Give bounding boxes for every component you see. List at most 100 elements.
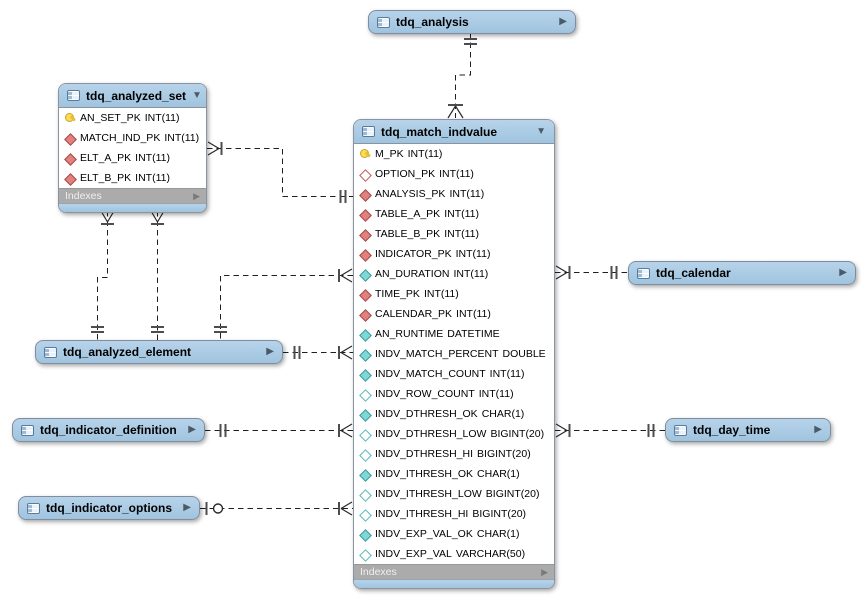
table-header[interactable]: tdq_match_indvalue ▼ xyxy=(354,120,554,144)
expand-arrow-icon[interactable]: ▶ xyxy=(183,502,191,513)
column-row[interactable]: ELT_B_PK INT(11) xyxy=(59,168,206,188)
column-name: INDV_ITHRESH_LOW xyxy=(375,488,482,500)
table-tdq-analyzed-element[interactable]: tdq_analyzed_element ▶ xyxy=(35,340,283,364)
relationship-set-element-1[interactable] xyxy=(91,210,115,340)
column-row[interactable]: TABLE_A_PK INT(11) xyxy=(354,204,554,224)
primary-key-icon xyxy=(64,112,75,124)
expand-arrow-icon[interactable]: ▶ xyxy=(814,424,822,435)
expand-arrow-icon[interactable]: ▶ xyxy=(559,16,567,27)
column-row[interactable]: INDV_DTHRESH_OK CHAR(1) xyxy=(354,404,554,424)
table-name: tdq_indicator_options xyxy=(46,501,172,515)
column-name: ELT_B_PK xyxy=(80,172,132,184)
table-footer xyxy=(59,203,206,212)
column-name: ANALYSIS_PK xyxy=(375,188,446,200)
collapse-arrow-icon[interactable]: ▼ xyxy=(536,125,546,137)
foreign-key-icon xyxy=(64,133,75,144)
table-tdq-calendar[interactable]: tdq_calendar ▶ xyxy=(628,261,856,285)
relationship-element-match[interactable] xyxy=(283,345,353,360)
column-row[interactable]: INDV_DTHRESH_HI BIGINT(20) xyxy=(354,444,554,464)
column-type: BIGINT(20) xyxy=(485,488,540,500)
indexes-bar[interactable]: Indexes ▶ xyxy=(59,188,206,203)
column-name: OPTION_PK xyxy=(375,168,436,180)
column-row[interactable]: AN_SET_PK INT(11) xyxy=(59,108,206,128)
column-row[interactable]: ANALYSIS_PK INT(11) xyxy=(354,184,554,204)
column-row[interactable]: INDV_EXP_VAL_OK CHAR(1) xyxy=(354,524,554,544)
column-type: INT(11) xyxy=(135,172,170,184)
table-tdq-match-indvalue[interactable]: tdq_match_indvalue ▼ M_PK INT(11) OPTION… xyxy=(353,119,555,589)
column-type: INT(11) xyxy=(135,152,170,164)
relationship-match-calendar[interactable] xyxy=(555,265,628,280)
expand-arrow-icon[interactable]: ▶ xyxy=(193,190,200,201)
column-row[interactable]: CALENDAR_PK INT(11) xyxy=(354,304,554,324)
column-name: INDV_ROW_COUNT xyxy=(375,388,475,400)
expand-arrow-icon[interactable]: ▶ xyxy=(839,267,847,278)
column-row[interactable]: TIME_PK INT(11) xyxy=(354,284,554,304)
column-type: INT(11) xyxy=(444,228,479,240)
relationship-analysis-match[interactable] xyxy=(447,33,477,119)
column-name: ELT_A_PK xyxy=(80,152,132,164)
column-row[interactable]: AN_DURATION INT(11) xyxy=(354,264,554,284)
expand-arrow-icon[interactable]: ▶ xyxy=(266,346,274,357)
column-name: TIME_PK xyxy=(375,288,420,300)
table-icon xyxy=(67,90,80,101)
column-row[interactable]: INDV_ITHRESH_OK CHAR(1) xyxy=(354,464,554,484)
column-row[interactable]: MATCH_IND_PK INT(11) xyxy=(59,128,206,148)
column-type: BIGINT(20) xyxy=(490,428,545,440)
column-type: INT(11) xyxy=(444,208,479,220)
attribute-icon xyxy=(359,429,370,440)
indexes-bar[interactable]: Indexes ▶ xyxy=(354,564,554,579)
foreign-key-icon xyxy=(359,249,370,260)
column-name: INDV_ITHRESH_OK xyxy=(375,468,474,480)
column-name: INDV_EXP_VAL_OK xyxy=(375,528,473,540)
column-row[interactable]: ELT_A_PK INT(11) xyxy=(59,148,206,168)
column-list: AN_SET_PK INT(11) MATCH_IND_PK INT(11) E… xyxy=(59,108,206,188)
column-row[interactable]: TABLE_B_PK INT(11) xyxy=(354,224,554,244)
column-type: BIGINT(20) xyxy=(477,448,531,460)
table-name: tdq_indicator_definition xyxy=(40,423,177,437)
column-name: INDV_DTHRESH_OK xyxy=(375,408,478,420)
table-icon xyxy=(674,424,687,436)
column-name: AN_RUNTIME xyxy=(375,328,444,340)
table-tdq-analyzed-set[interactable]: tdq_analyzed_set ▼ AN_SET_PK INT(11) MAT… xyxy=(58,83,207,213)
table-tdq-indicator-options[interactable]: tdq_indicator_options ▶ xyxy=(18,496,200,520)
indexes-label: Indexes xyxy=(65,190,102,202)
table-icon xyxy=(21,424,34,436)
table-tdq-day-time[interactable]: tdq_day_time ▶ xyxy=(665,418,831,442)
relationship-set-match[interactable] xyxy=(207,141,353,203)
column-type: INT(11) xyxy=(407,148,443,160)
column-row[interactable]: INDV_ITHRESH_LOW BIGINT(20) xyxy=(354,484,554,504)
expand-arrow-icon[interactable]: ▶ xyxy=(541,566,548,577)
table-name: tdq_calendar xyxy=(656,266,731,280)
relationship-match-element-top[interactable] xyxy=(214,268,353,340)
relationship-match-daytime[interactable] xyxy=(555,423,665,438)
column-row[interactable]: INDV_ROW_COUNT INT(11) xyxy=(354,384,554,404)
column-row[interactable]: M_PK INT(11) xyxy=(354,144,554,164)
column-name: INDV_DTHRESH_LOW xyxy=(375,428,487,440)
column-row[interactable]: INDV_MATCH_PERCENT DOUBLE xyxy=(354,344,554,364)
column-name: INDV_EXP_VAL xyxy=(375,548,452,560)
table-name: tdq_day_time xyxy=(693,423,771,437)
column-row[interactable]: INDV_ITHRESH_HI BIGINT(20) xyxy=(354,504,554,524)
table-tdq-indicator-definition[interactable]: tdq_indicator_definition ▶ xyxy=(12,418,205,442)
table-header[interactable]: tdq_analyzed_set ▼ xyxy=(59,84,206,108)
foreign-key-icon xyxy=(359,289,370,300)
table-icon xyxy=(377,16,390,28)
expand-arrow-icon[interactable]: ▶ xyxy=(188,424,196,435)
column-row[interactable]: INDICATOR_PK INT(11) xyxy=(354,244,554,264)
column-row[interactable]: INDV_DTHRESH_LOW BIGINT(20) xyxy=(354,424,554,444)
column-type: INT(11) xyxy=(449,188,485,200)
relationship-set-element-2[interactable] xyxy=(150,210,165,340)
table-icon xyxy=(637,267,650,279)
column-type: INT(11) xyxy=(453,268,489,280)
relationship-definition-match[interactable] xyxy=(205,423,353,438)
column-row[interactable]: INDV_EXP_VAL VARCHAR(50) xyxy=(354,544,554,564)
relationship-options-match[interactable] xyxy=(200,501,353,516)
column-row[interactable]: AN_RUNTIME DATETIME xyxy=(354,324,554,344)
collapse-arrow-icon[interactable]: ▼ xyxy=(192,89,202,101)
column-row[interactable]: INDV_MATCH_COUNT INT(11) xyxy=(354,364,554,384)
table-tdq-analysis[interactable]: tdq_analysis ▶ xyxy=(368,10,576,34)
column-row[interactable]: OPTION_PK INT(11) xyxy=(354,164,554,184)
foreign-key-icon xyxy=(359,229,370,240)
